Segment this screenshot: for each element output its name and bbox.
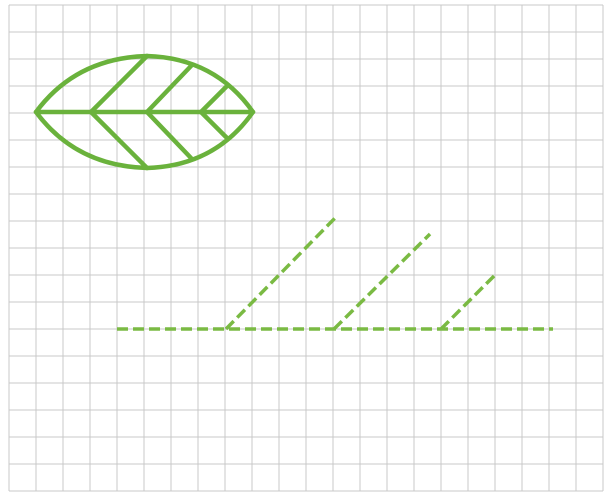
- grid-drawing-canvas: [0, 0, 612, 493]
